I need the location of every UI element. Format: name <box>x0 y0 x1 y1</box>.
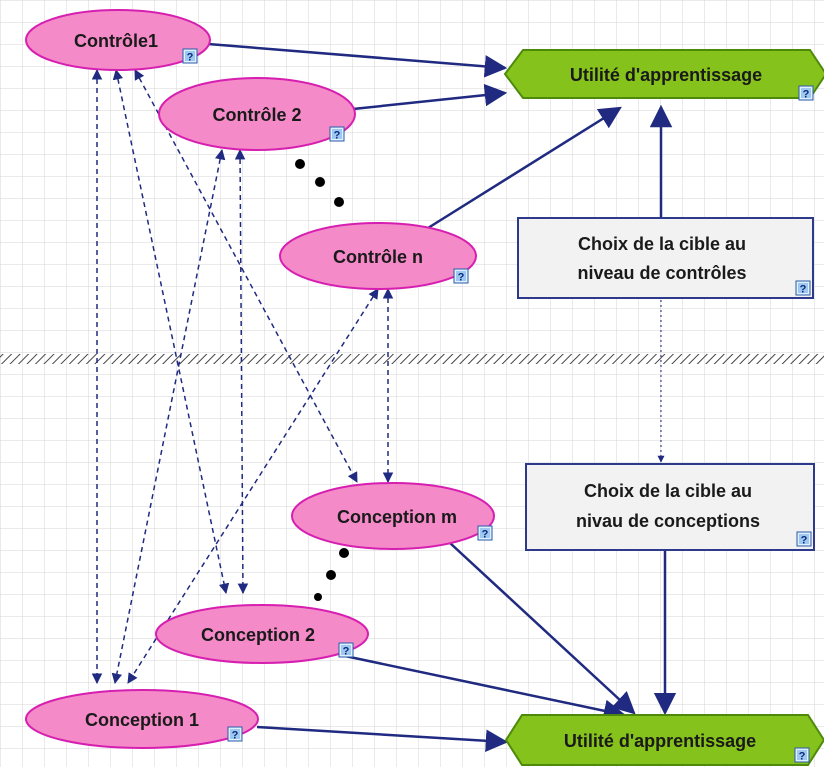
node-label: Conception m <box>337 507 457 527</box>
help-icon[interactable] <box>796 531 812 547</box>
node-label-line1: Choix de la cible au <box>578 234 746 254</box>
node-label: Contrôle1 <box>74 31 158 51</box>
arrow-controlen-utilite <box>427 106 622 230</box>
help-icon[interactable] <box>798 85 814 101</box>
node-label-line1: Choix de la cible au <box>584 481 752 501</box>
node-label-line2: nivau de conceptions <box>576 511 760 531</box>
help-icon[interactable] <box>227 726 243 742</box>
help-icon[interactable] <box>794 747 810 763</box>
arrow-controle1-utilite <box>207 42 508 78</box>
help-icon[interactable] <box>329 126 345 142</box>
help-icon[interactable] <box>453 268 469 284</box>
node-choix-conceptions[interactable]: Choix de la cible au nivau de conception… <box>525 463 815 551</box>
node-label: Conception 2 <box>201 625 315 645</box>
node-utilite-top[interactable]: Utilité d'apprentissage <box>503 49 824 101</box>
node-utilite-bottom[interactable]: Utilité d'apprentissage <box>504 714 824 766</box>
node-conception1[interactable]: Conception 1 <box>25 689 259 749</box>
section-divider <box>0 354 824 364</box>
node-conception2[interactable]: Conception 2 <box>155 604 369 664</box>
node-label-line2: niveau de contrôles <box>577 263 746 283</box>
help-icon[interactable] <box>338 642 354 658</box>
node-label: Contrôle n <box>333 247 423 267</box>
ellipsis-dots-bottom <box>314 548 349 601</box>
node-controle1[interactable]: Contrôle1 <box>25 9 211 71</box>
arrow-conception1-utilite <box>256 725 509 753</box>
node-controlen[interactable]: Contrôle n <box>279 222 477 290</box>
help-icon[interactable] <box>182 48 198 64</box>
node-conceptionm[interactable]: Conception m <box>291 482 495 550</box>
node-label: Contrôle 2 <box>212 105 301 125</box>
node-label: Utilité d'apprentissage <box>564 731 756 751</box>
solid-arrows <box>207 42 677 753</box>
ellipsis-dots-top <box>295 159 344 207</box>
arrow-conception2-utilite <box>344 654 627 722</box>
arrow-controle2-utilite <box>352 83 508 111</box>
dashed-controlen-conception1 <box>127 288 379 684</box>
arrow-conceptionm-utilite <box>449 542 636 715</box>
node-choix-controles[interactable]: Choix de la cible au niveau de contrôles <box>517 217 814 299</box>
node-label: Utilité d'apprentissage <box>570 65 762 85</box>
help-icon[interactable] <box>477 525 493 541</box>
node-label: Conception 1 <box>85 710 199 730</box>
help-icon[interactable] <box>795 280 811 296</box>
dashed-arrows <box>91 68 394 685</box>
node-controle2[interactable]: Contrôle 2 <box>158 77 356 151</box>
